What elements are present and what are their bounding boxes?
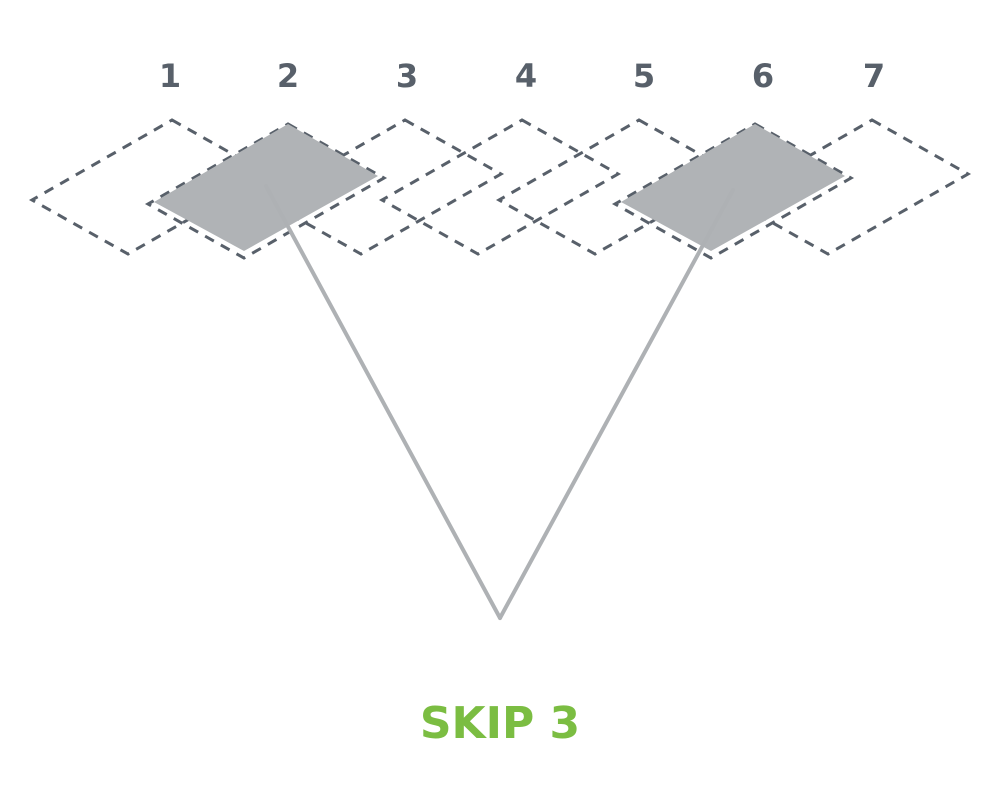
highlighted-diamonds (154, 124, 845, 251)
dashed-diamond-6 (611, 122, 855, 260)
position-label-1: 1 (159, 57, 181, 95)
position-label-3: 3 (396, 57, 418, 95)
position-label-6: 6 (752, 57, 774, 95)
position-label-7: 7 (863, 57, 885, 95)
dashed-diamond-outlines (28, 118, 972, 260)
position-label-2: 2 (277, 57, 299, 95)
connector-line-2 (264, 184, 502, 620)
connector-lines (264, 184, 735, 620)
position-label-5: 5 (633, 57, 655, 95)
position-labels: 1 2 3 4 5 6 7 (159, 57, 885, 95)
dashed-diamond-4 (378, 118, 622, 256)
position-label-4: 4 (515, 57, 537, 95)
connector-line-6 (498, 188, 735, 620)
highlighted-diamond-6 (621, 124, 845, 251)
skip-caption: SKIP 3 (419, 698, 581, 749)
dashed-diamond-2 (144, 122, 388, 260)
